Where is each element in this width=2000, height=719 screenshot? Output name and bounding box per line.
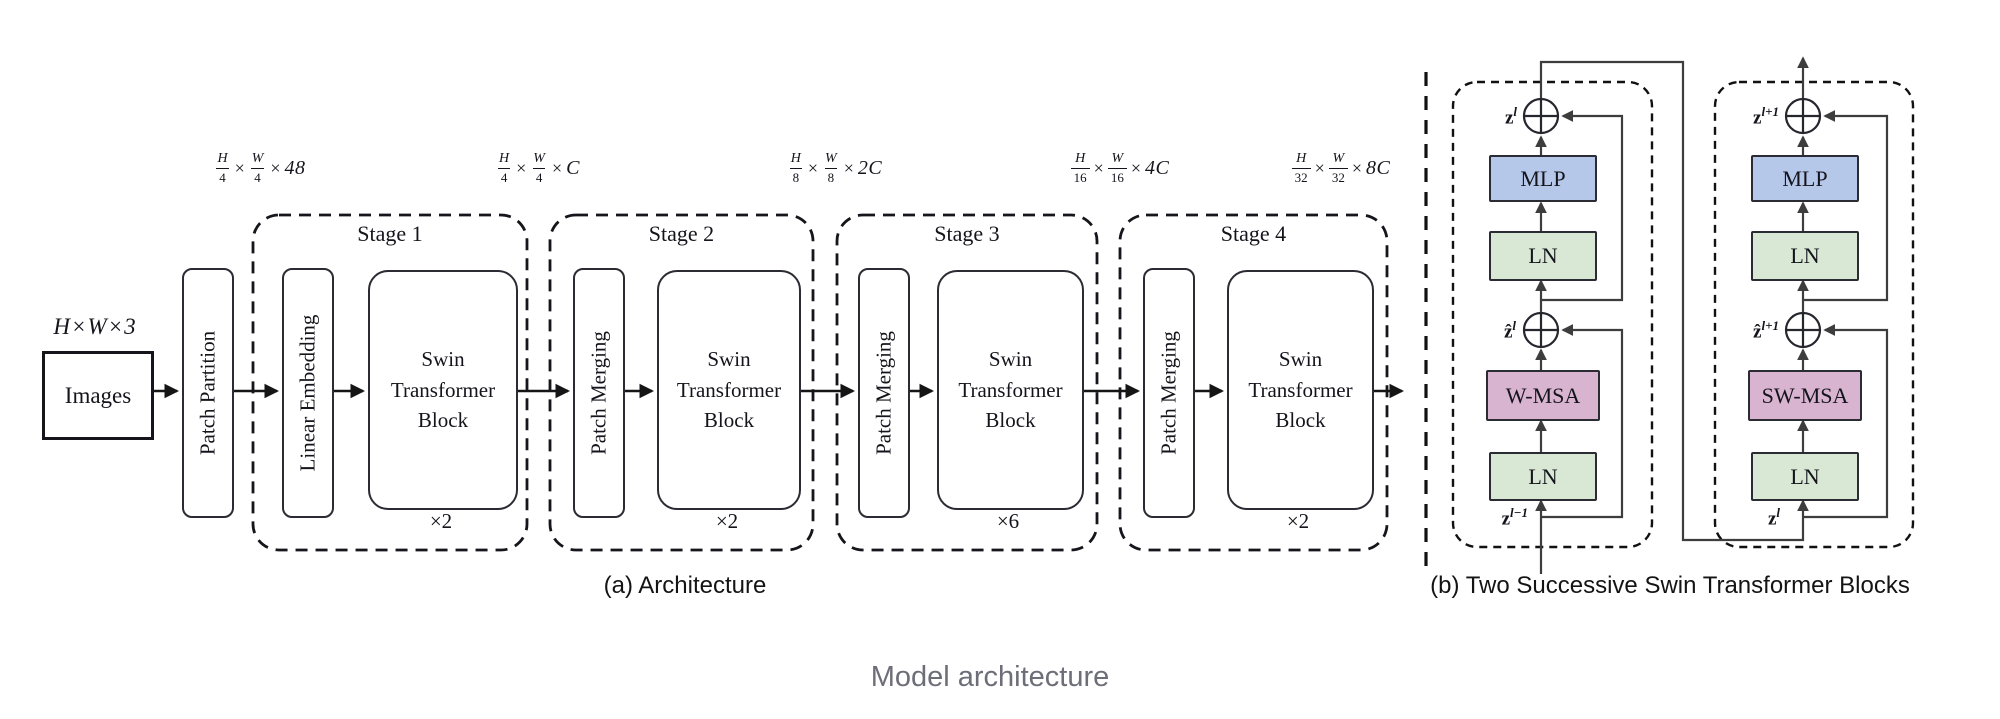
stage4-title: Stage 4 xyxy=(1220,221,1287,246)
swin-block-stage3: Swin Transformer Block xyxy=(937,270,1084,510)
w-msa-label: W-MSA xyxy=(1505,382,1581,408)
stage2-title: Stage 2 xyxy=(648,221,715,246)
swin-block-label: Swin Transformer Block xyxy=(958,347,1063,433)
ln-bottom-box-l: LN xyxy=(1489,452,1597,501)
stage1-title: Stage 1 xyxy=(357,221,423,246)
stage2-dashed-box xyxy=(548,213,815,552)
stage4-multiplier: ×2 xyxy=(1286,509,1310,533)
swin-block-label: Swin Transformer Block xyxy=(1248,347,1353,433)
z-l-output-label: zl xyxy=(1504,104,1517,129)
patch-partition-label: Patch Partition xyxy=(195,330,220,456)
residual-add-nodes xyxy=(1522,97,1822,349)
w-msa-box: W-MSA xyxy=(1486,370,1600,421)
add-node xyxy=(1522,97,1560,135)
patch-merging-label: Patch Merging xyxy=(1156,331,1181,455)
ln-label: LN xyxy=(1790,243,1820,268)
block-l1-dashed-box xyxy=(1713,80,1915,549)
add-node xyxy=(1784,311,1822,349)
zhat-lplus1-label: ẑl+1 xyxy=(1753,318,1779,343)
caption-a: (a) Architecture xyxy=(603,572,767,599)
page-caption: Model architecture xyxy=(870,661,1110,693)
zhat-l-label: ẑl xyxy=(1503,318,1516,343)
swin-block-stage1: Swin Transformer Block xyxy=(368,270,518,510)
mlp-label: MLP xyxy=(1782,165,1828,191)
stage4-dashed-box xyxy=(1118,213,1389,552)
linear-embedding-box: Linear Embedding xyxy=(282,268,334,518)
block-wires xyxy=(1535,56,1889,574)
mlp-box-l: MLP xyxy=(1489,155,1597,202)
ln-label: LN xyxy=(1790,463,1820,489)
stage1-dashed-box xyxy=(251,213,529,552)
ln-bottom-box-l1: LN xyxy=(1751,452,1859,501)
add-node xyxy=(1784,97,1822,135)
swin-block-stage4: Swin Transformer Block xyxy=(1227,270,1374,510)
transformer-block-dashed-outlines xyxy=(1451,80,1915,549)
stage2-multiplier: ×2 xyxy=(715,509,739,533)
images-box-label: Images xyxy=(64,382,132,408)
z-lplus1-output-label: zl+1 xyxy=(1753,104,1779,129)
patch-merging-label: Patch Merging xyxy=(586,331,611,455)
mlp-label: MLP xyxy=(1520,165,1566,191)
stage3-dashed-box xyxy=(835,213,1099,552)
patch-merging-box-stage2: Patch Merging xyxy=(573,268,625,518)
ln-label: LN xyxy=(1528,463,1558,489)
ln-top-box-l: LN xyxy=(1489,231,1597,281)
swin-block-label: Swin Transformer Block xyxy=(390,347,496,433)
stage1-multiplier: ×2 xyxy=(429,509,453,533)
block-l-dashed-box xyxy=(1451,80,1654,549)
input-dim-label: H×W×3 xyxy=(53,314,137,339)
mlp-box-l1: MLP xyxy=(1751,155,1859,202)
patch-merging-box-stage4: Patch Merging xyxy=(1143,268,1195,518)
z-lminus1-input-label: zl−1 xyxy=(1501,505,1528,530)
z-l-input-label: zl xyxy=(1767,505,1780,530)
patch-merging-box-stage3: Patch Merging xyxy=(858,268,910,518)
sw-msa-box: SW-MSA xyxy=(1748,370,1862,421)
ln-top-box-l1: LN xyxy=(1751,231,1859,281)
linear-embedding-label: Linear Embedding xyxy=(295,314,320,472)
images-box: Images xyxy=(42,351,154,440)
swin-block-label: Swin Transformer Block xyxy=(676,347,782,433)
sw-msa-label: SW-MSA xyxy=(1761,382,1849,408)
stage3-title: Stage 3 xyxy=(934,221,1000,246)
add-node xyxy=(1522,311,1560,349)
swin-block-stage2: Swin Transformer Block xyxy=(657,270,801,510)
patch-partition-box: Patch Partition xyxy=(182,268,234,518)
patch-merging-label: Patch Merging xyxy=(871,331,896,455)
stage-dashed-outlines xyxy=(251,213,1389,552)
ln-label: LN xyxy=(1528,243,1558,268)
stage3-multiplier: ×6 xyxy=(996,509,1020,533)
caption-b: (b) Two Successive Swin Transformer Bloc… xyxy=(1430,572,1910,599)
